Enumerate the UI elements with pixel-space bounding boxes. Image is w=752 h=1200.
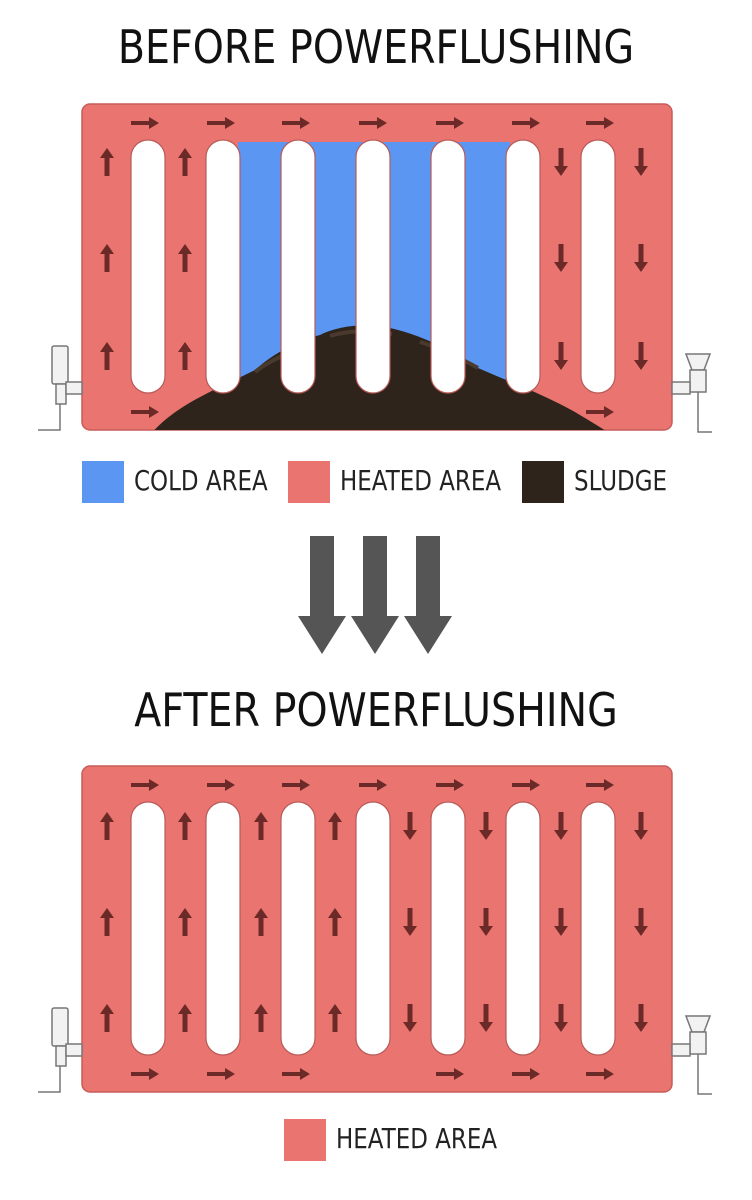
legend-label-sludge: SLUDGE [574, 464, 668, 497]
radiator-slot [130, 801, 166, 1056]
flow-arrow-up-icon [178, 1004, 192, 1032]
legend-swatch-sludge [522, 461, 564, 503]
flow-arrow-up-icon [178, 812, 192, 840]
flow-arrow-right-icon [207, 117, 235, 129]
flow-arrow-up-icon [100, 148, 114, 176]
flow-arrow-right-icon [512, 117, 540, 129]
radiator-slot [580, 801, 616, 1056]
flow-arrow-right-icon [282, 117, 310, 129]
flow-arrow-right-icon [131, 406, 159, 418]
before-title: BEFORE POWERFLUSHING [117, 20, 635, 74]
radiator-slot [355, 801, 391, 1056]
right-valve-icon [671, 353, 712, 433]
flow-arrow-up-icon [254, 812, 268, 840]
flow-arrow-right-icon [282, 1068, 310, 1080]
flow-arrow-up-icon [100, 908, 114, 936]
flow-arrow-down-icon [634, 342, 648, 370]
legend-swatch-heated [288, 461, 330, 503]
flow-arrow-down-icon [403, 812, 417, 840]
flow-arrow-right-icon [359, 779, 387, 791]
flow-arrow-right-icon [207, 779, 235, 791]
flow-arrow-down-icon [554, 812, 568, 840]
flow-arrow-down-icon [554, 244, 568, 272]
flow-arrow-down-icon [554, 908, 568, 936]
right-valve-icon [671, 1015, 712, 1095]
before-radiator [38, 103, 712, 433]
flow-arrow-up-icon [178, 148, 192, 176]
legend-label-heated-after: HEATED AREA [336, 1122, 498, 1155]
flow-arrow-right-icon [436, 1068, 464, 1080]
flow-arrow-right-icon [282, 779, 310, 791]
flow-arrow-down-icon [554, 148, 568, 176]
flow-arrow-down-icon [479, 812, 493, 840]
flow-arrow-up-icon [100, 812, 114, 840]
flow-arrow-up-icon [328, 812, 342, 840]
legend-label-heated: HEATED AREA [340, 464, 502, 497]
transition-down-arrows-icon [298, 536, 452, 654]
flow-arrow-up-icon [100, 342, 114, 370]
flow-arrow-up-icon [100, 1004, 114, 1032]
flow-arrow-down-icon [403, 908, 417, 936]
radiator-slot [505, 139, 541, 394]
flow-arrow-up-icon [254, 1004, 268, 1032]
radiator-slot [280, 139, 316, 394]
flow-arrow-right-icon [131, 117, 159, 129]
flow-arrow-down-icon [634, 244, 648, 272]
radiator-slot [430, 801, 466, 1056]
flow-arrow-right-icon [586, 117, 614, 129]
flow-arrow-down-icon [554, 1004, 568, 1032]
flow-arrow-down-icon [634, 908, 648, 936]
radiator-slot [430, 139, 466, 394]
radiator-slot [205, 801, 241, 1056]
flow-arrow-down-icon [634, 148, 648, 176]
radiator-slot [130, 139, 166, 394]
radiator-slot [580, 139, 616, 394]
flow-arrow-down-icon [403, 1004, 417, 1032]
radiator-slot [205, 139, 241, 394]
flow-arrow-right-icon [131, 779, 159, 791]
flow-arrow-right-icon [586, 779, 614, 791]
flow-arrow-right-icon [512, 779, 540, 791]
after-title: AFTER POWERFLUSHING [134, 683, 618, 737]
flow-arrow-up-icon [100, 244, 114, 272]
radiator-slot [280, 801, 316, 1056]
flow-arrow-up-icon [328, 1004, 342, 1032]
flow-arrow-right-icon [436, 117, 464, 129]
flow-arrow-down-icon [479, 908, 493, 936]
radiator-slot [505, 801, 541, 1056]
radiator-slot [355, 139, 391, 394]
flow-arrow-right-icon [512, 1068, 540, 1080]
flow-arrow-down-icon [634, 1004, 648, 1032]
flow-arrow-right-icon [359, 117, 387, 129]
legend-swatch-cold [82, 461, 124, 503]
flow-arrow-right-icon [436, 779, 464, 791]
flow-arrow-right-icon [131, 1068, 159, 1080]
flow-arrow-down-icon [634, 812, 648, 840]
flow-arrow-right-icon [207, 1068, 235, 1080]
flow-arrow-right-icon [586, 406, 614, 418]
flow-arrow-up-icon [178, 244, 192, 272]
legend-label-cold: COLD AREA [134, 464, 268, 497]
flow-arrow-right-icon [586, 1068, 614, 1080]
left-valve-icon [38, 345, 83, 431]
left-valve-icon [38, 1007, 83, 1093]
after-radiator [38, 765, 712, 1095]
flow-arrow-up-icon [328, 908, 342, 936]
legend-swatch-heated-after [284, 1119, 326, 1161]
flow-arrow-up-icon [254, 908, 268, 936]
flow-arrow-up-icon [178, 908, 192, 936]
flow-arrow-down-icon [554, 342, 568, 370]
flow-arrow-down-icon [479, 1004, 493, 1032]
flow-arrow-up-icon [178, 342, 192, 370]
